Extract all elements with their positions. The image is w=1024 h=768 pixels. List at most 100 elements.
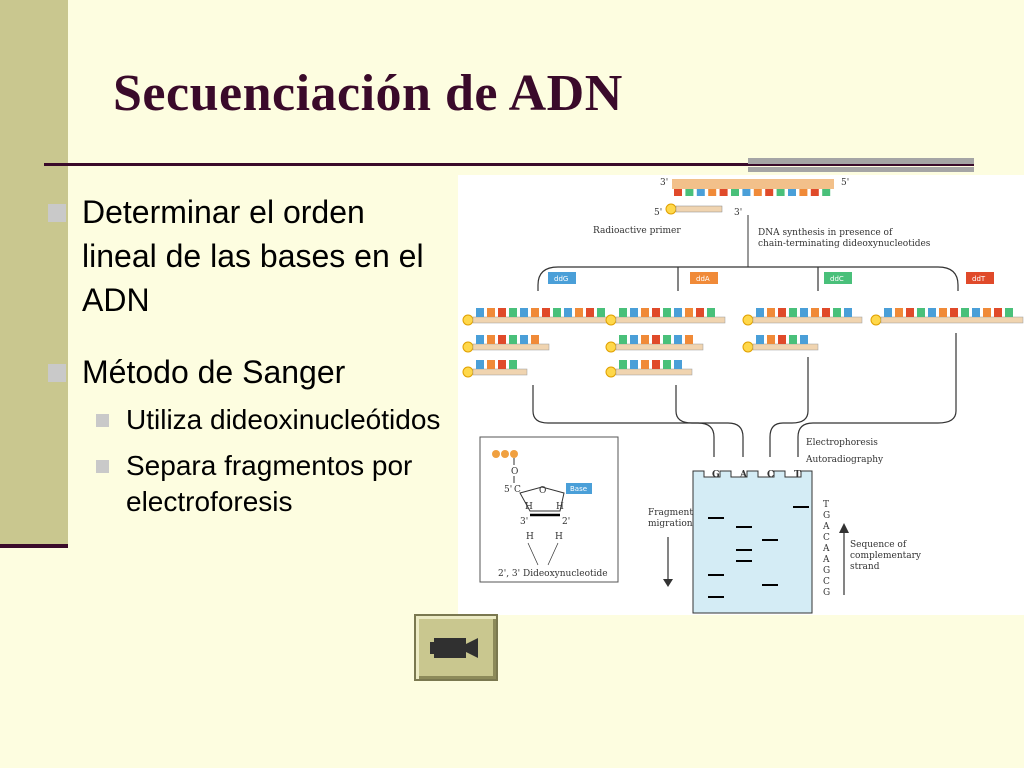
fragment-base: [685, 308, 693, 317]
fragment-base: [597, 308, 605, 317]
five-prime-label: 5': [504, 485, 512, 495]
sequence-letter: G: [823, 511, 830, 521]
atom-c5: C: [514, 485, 521, 495]
fragment-base: [619, 335, 627, 344]
fragment-base: [575, 308, 583, 317]
fragment-base: [520, 308, 528, 317]
gel-band: [762, 584, 778, 586]
camera-lens: [466, 638, 478, 658]
fragment-base: [498, 335, 506, 344]
sequence-arrow-head-icon: [839, 523, 849, 533]
fragment-strand: [752, 316, 863, 324]
pointer-line: [527, 542, 539, 566]
radioactive-label-icon: [665, 203, 677, 215]
nucleotide-caption: 2', 3' Dideoxynucleotide: [498, 569, 608, 579]
sub-bullet-text: Utiliza dideoxinucleótidos: [126, 404, 441, 435]
fragment-base: [509, 335, 517, 344]
template-base: [810, 189, 819, 196]
reaction-tag-ddc: [824, 272, 852, 284]
fragment-base: [652, 360, 660, 369]
fragment-strand: [615, 316, 726, 324]
fragment-base: [564, 308, 572, 317]
fragment-base: [983, 308, 991, 317]
fragment-base: [498, 360, 506, 369]
fragment-base: [939, 308, 947, 317]
fragment-base: [961, 308, 969, 317]
synthesis-label-line-1: DNA synthesis in presence of: [758, 228, 893, 238]
title-rule-accent-top: [748, 158, 974, 164]
movie-camera-icon: [430, 638, 478, 658]
fragment-migration-label-1: Fragment: [648, 508, 693, 518]
lane-label-t: T: [794, 470, 801, 480]
fragment-base: [663, 360, 671, 369]
primer-strand: [675, 205, 723, 213]
sequence-letter: G: [823, 566, 830, 576]
fragment-base: [487, 360, 495, 369]
fragment-base: [553, 308, 561, 317]
gel-band: [708, 574, 724, 576]
fragment-base: [674, 360, 682, 369]
bullet-item: Determinar el orden lineal de las bases …: [44, 190, 444, 322]
sequence-letter: G: [823, 588, 830, 598]
fragment-base: [696, 308, 704, 317]
fragment-strand: [472, 368, 528, 376]
template-base: [708, 189, 717, 196]
gel-band: [708, 517, 724, 519]
three-prime-label: 3': [520, 517, 528, 527]
atom-h: H: [525, 502, 533, 512]
fragment-base: [767, 335, 775, 344]
sub-bullet-item: Separa fragmentos por electroforesis: [44, 448, 444, 520]
fragment-base: [789, 335, 797, 344]
fragment-base: [950, 308, 958, 317]
sequence-label-2: complementary: [850, 551, 922, 561]
fragment-base: [619, 360, 627, 369]
template-strand: [672, 179, 834, 189]
base-box: [566, 483, 592, 494]
fragment-base: [630, 335, 638, 344]
gel-band: [708, 596, 724, 598]
sequence-letter: A: [822, 522, 830, 532]
fragment-base: [652, 335, 660, 344]
fragment-base: [778, 308, 786, 317]
fragment-base: [509, 360, 517, 369]
fragment-base: [767, 308, 775, 317]
fragment-base: [917, 308, 925, 317]
gel-band: [736, 549, 752, 551]
fragment-strand: [880, 316, 1024, 324]
fragment-base: [531, 335, 539, 344]
autoradiography-label: Autoradiography: [805, 455, 884, 465]
fragment-base: [674, 335, 682, 344]
lane-c-path: [769, 357, 809, 457]
sub-bullet-square-icon: [96, 414, 109, 427]
split-arrows: [537, 266, 959, 286]
fragment-base: [487, 335, 495, 344]
left-decor-band: [0, 0, 68, 545]
movie-camera-button[interactable]: [414, 614, 498, 681]
lane-t-path: [797, 333, 957, 457]
fragment-base: [822, 308, 830, 317]
fragment-base: [663, 335, 671, 344]
camera-back: [430, 642, 434, 654]
bullet-text: Determinar el orden lineal de las bases …: [82, 194, 424, 318]
slide-title: Secuenciación de ADN: [113, 65, 623, 122]
fragment-strand: [615, 343, 704, 351]
fragment-base: [707, 308, 715, 317]
template-base: [742, 189, 751, 196]
lane-label-a: A: [739, 470, 748, 480]
fragment-base: [652, 308, 660, 317]
sanger-sequencing-figure: 3' 5' 5' 3' Radioactive primer DNA synth…: [458, 175, 1024, 615]
bullet-item: Método de Sanger: [44, 352, 444, 392]
reaction-label-ddc: ddC: [830, 275, 844, 283]
template-base: [696, 189, 705, 196]
primer-5-end-label: 5': [654, 208, 662, 218]
radioactive-label-icon: [605, 314, 617, 326]
synthesized-fragments: [462, 308, 1024, 378]
sequence-letter: C: [823, 533, 830, 543]
camera-body: [434, 638, 466, 658]
fragment-base: [811, 308, 819, 317]
sequence-label-1: Sequence of: [850, 540, 907, 550]
radioactive-label-icon: [742, 314, 754, 326]
template-base: [685, 189, 694, 196]
fragment-base: [884, 308, 892, 317]
gel-bands: [708, 506, 809, 598]
